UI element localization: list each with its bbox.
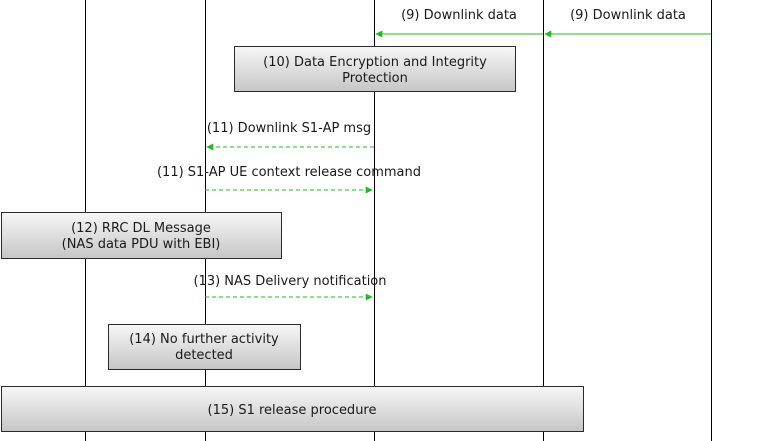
step-box-no-activity: (14) No further activity detected: [108, 324, 301, 370]
message-context-release: (11) S1-AP UE context release command: [157, 165, 421, 194]
step-text-line-1: (14) No further activity: [129, 332, 279, 347]
step-box-s1-release: (15) S1 release procedure: [1, 386, 584, 432]
message-label: (11) Downlink S1-AP msg: [207, 121, 371, 136]
step-text-line-2: (NAS data PDU with EBI): [62, 237, 221, 252]
message-label: (9) Downlink data: [401, 8, 517, 23]
message-downlink-data-1: (9) Downlink data: [375, 8, 543, 38]
message-downlink-data-2: (9) Downlink data: [544, 8, 711, 38]
message-label: (9) Downlink data: [570, 8, 686, 23]
step-text-line-1: (10) Data Encryption and Integrity: [263, 55, 487, 70]
message-label: (13) NAS Delivery notification: [193, 274, 386, 289]
message-nas-delivery: (13) NAS Delivery notification: [193, 274, 387, 301]
message-label: (11) S1-AP UE context release command: [157, 165, 421, 180]
step-text-line-1: (15) S1 release procedure: [208, 403, 377, 418]
message-downlink-s1ap: (11) Downlink S1-AP msg: [206, 121, 374, 151]
step-box-encryption: (10) Data Encryption and Integrity Prote…: [234, 46, 516, 92]
step-text-line-2: Protection: [342, 71, 408, 86]
step-text-line-1: (12) RRC DL Message: [71, 221, 211, 236]
step-box-rrc-dl: (12) RRC DL Message (NAS data PDU with E…: [1, 212, 282, 259]
step-text-line-2: detected: [175, 348, 233, 363]
